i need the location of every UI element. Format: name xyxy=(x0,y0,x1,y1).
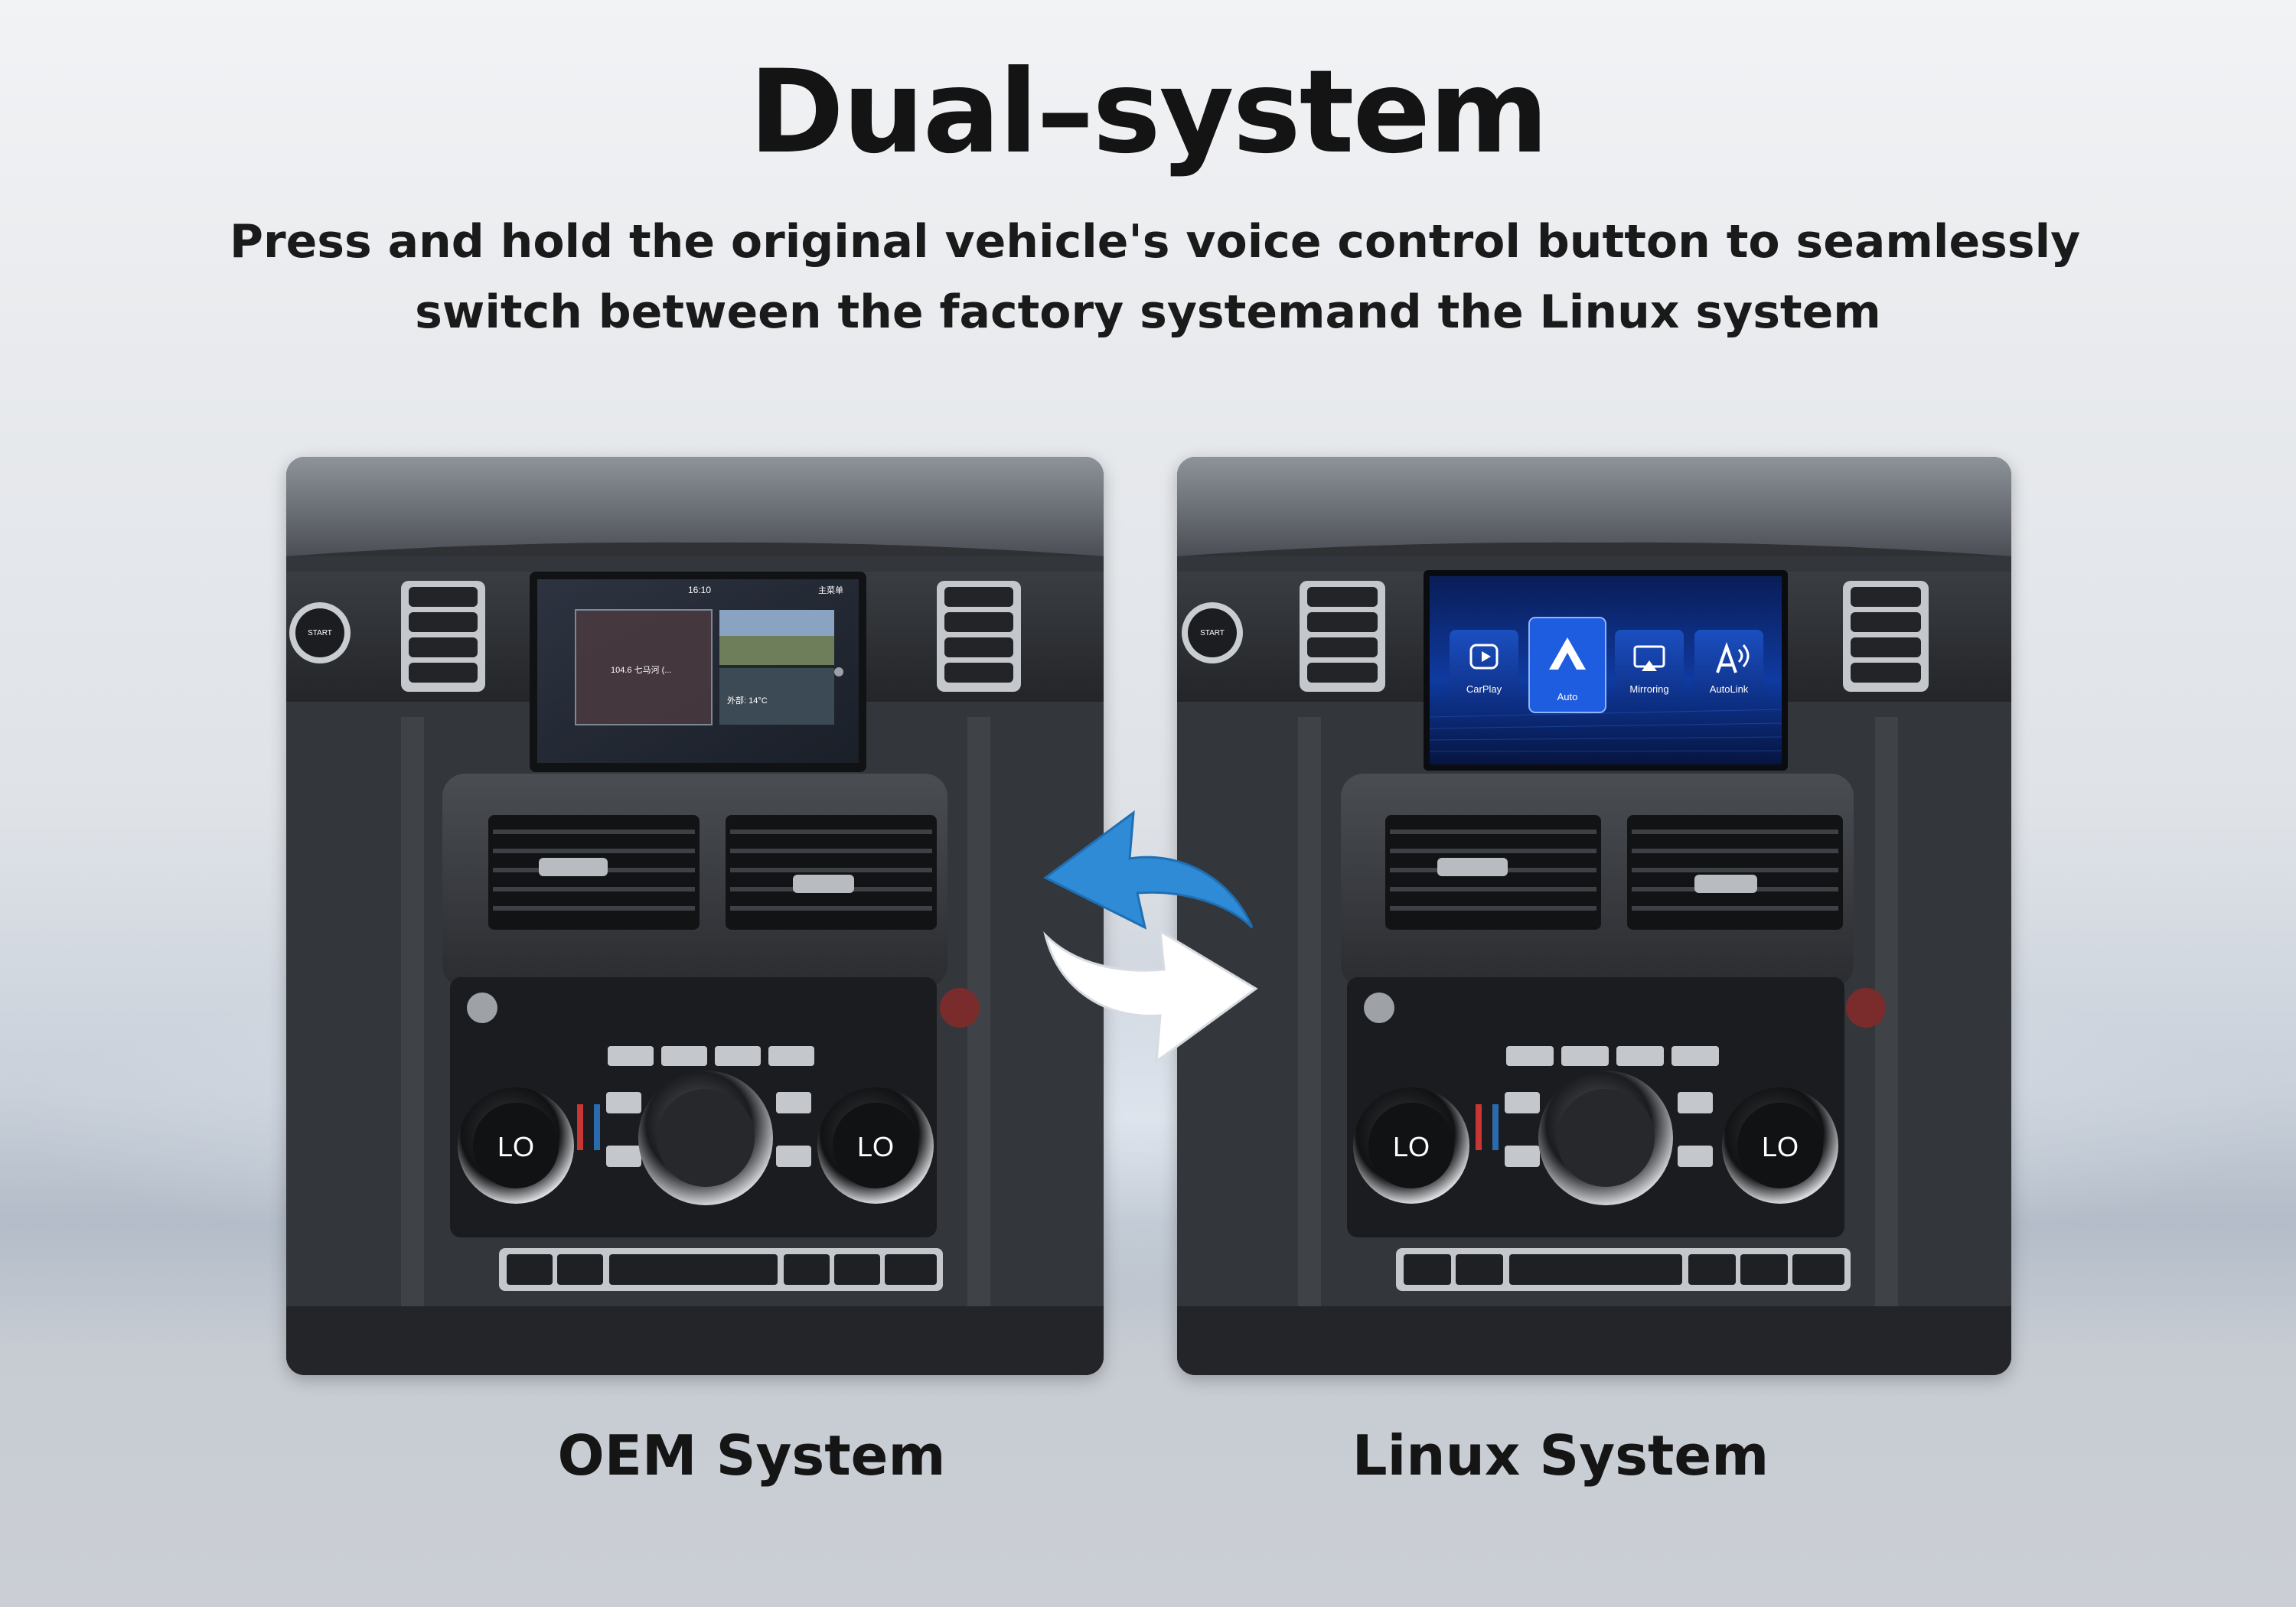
app-label-mirroring: Mirroring xyxy=(1629,683,1668,695)
subtitle-line-1: Press and hold the original vehicle's vo… xyxy=(230,215,2081,269)
svg-text:START: START xyxy=(308,629,332,637)
carplay-icon xyxy=(1469,644,1499,670)
oem-screen-temp: 外部: 14°C xyxy=(727,695,768,706)
linux-system-photo: START CarPlay Auto xyxy=(1177,457,2011,1375)
oem-climate-right-knob: LO xyxy=(857,1131,894,1162)
app-tile-mirroring[interactable]: Mirroring xyxy=(1615,630,1684,705)
oem-climate-left-knob: LO xyxy=(497,1131,534,1162)
oem-screen-radio: 104.6 七马河 (... xyxy=(611,665,671,675)
app-tile-carplay[interactable]: CarPlay xyxy=(1450,630,1518,705)
switch-arrows xyxy=(1043,810,1258,1064)
page-title: Dual–system xyxy=(748,46,1548,179)
app-label-auto: Auto xyxy=(1557,691,1578,702)
oem-system-caption: OEM System xyxy=(557,1423,946,1488)
app-label-carplay: CarPlay xyxy=(1466,683,1502,695)
subtitle-line-2: switch between the factory systemand the… xyxy=(415,285,1881,339)
app-tile-autolink[interactable]: AutoLink xyxy=(1694,630,1763,705)
switch-forward-arrow-icon xyxy=(1043,929,1258,1064)
app-tile-auto[interactable]: Auto xyxy=(1528,617,1606,713)
app-label-autolink: AutoLink xyxy=(1710,683,1749,695)
oem-screen-status: 主菜单 xyxy=(818,585,843,595)
oem-screen-time: 16:10 xyxy=(688,585,711,595)
linux-system-caption: Linux System xyxy=(1352,1423,1769,1488)
autolink-icon xyxy=(1716,641,1737,673)
switch-back-arrow-icon xyxy=(1043,810,1254,930)
page-subtitle: Press and hold the original vehicle's vo… xyxy=(230,207,2081,347)
linux-climate-left-knob: LO xyxy=(1393,1131,1430,1162)
linux-climate-right-knob: LO xyxy=(1762,1131,1799,1162)
oem-system-photo: START 16:10 主菜单 104.6 七马河 (... 外部: 14°C xyxy=(286,457,1104,1375)
svg-text:START: START xyxy=(1200,629,1225,637)
